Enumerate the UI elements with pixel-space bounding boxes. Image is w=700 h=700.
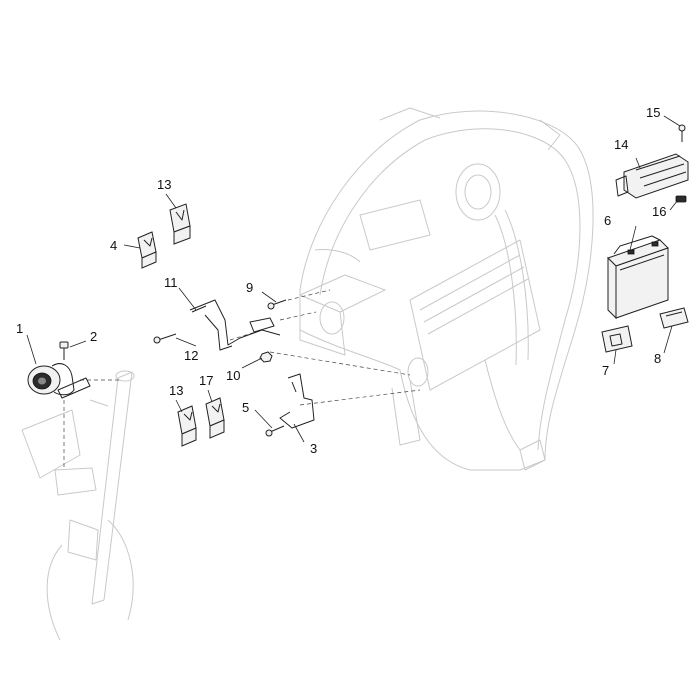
callout-3: 3 (310, 441, 317, 456)
callout-5: 5 (242, 400, 249, 415)
part-clip-16 (675, 195, 687, 203)
part-relay-17 (205, 397, 225, 439)
part-bracket-11 (189, 299, 281, 351)
part-fusebox-14 (615, 153, 689, 199)
callout-9: 9 (246, 280, 253, 295)
part-screw-2 (59, 341, 69, 360)
callout-10: 10 (226, 368, 240, 383)
part-connector-7 (601, 325, 633, 353)
part-screw-12 (153, 333, 177, 344)
callout-12: 12 (184, 348, 198, 363)
callout-14: 14 (614, 137, 628, 152)
part-bracket-3 (279, 373, 315, 429)
callout-16: 16 (652, 204, 666, 219)
steering-column-ghost (21, 370, 135, 641)
assembly-lines (63, 289, 421, 470)
part-relay-4 (137, 231, 157, 269)
callout-13-top: 13 (157, 177, 171, 192)
callout-11: 11 (164, 275, 178, 290)
leader-lines (26, 115, 681, 443)
callout-6: 6 (604, 213, 611, 228)
callout-7: 7 (602, 363, 609, 378)
callout-1: 1 (16, 321, 23, 336)
part-relay-13-bottom (177, 405, 197, 447)
callout-labels: 1 2 3 4 5 6 7 8 9 10 11 12 13 13 14 15 1… (16, 105, 666, 456)
callout-4: 4 (110, 238, 117, 253)
part-nut-10 (259, 351, 273, 363)
part-battery (607, 235, 669, 320)
part-screw-15 (678, 124, 686, 142)
callout-8: 8 (654, 351, 661, 366)
callout-15: 15 (646, 105, 660, 120)
callout-13-bottom: 13 (169, 383, 183, 398)
leg-shield-frame-ghost (299, 107, 594, 471)
part-screw-9 (267, 299, 287, 310)
part-connector-8 (659, 307, 689, 329)
callout-2: 2 (90, 329, 97, 344)
part-screw-5 (265, 425, 285, 437)
callout-17: 17 (199, 373, 213, 388)
part-horn (27, 363, 91, 399)
part-relay-13-top (169, 203, 191, 245)
